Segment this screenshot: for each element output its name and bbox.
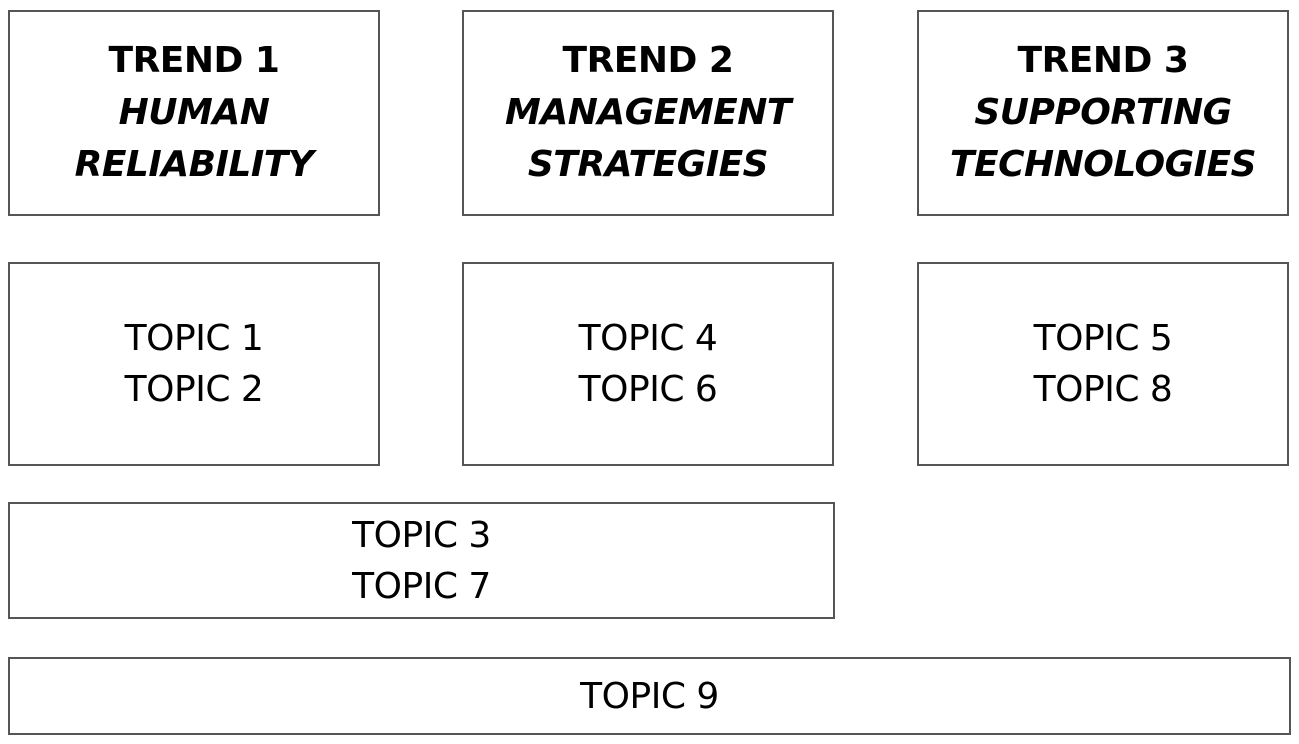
topic-label: TOPIC 1 [124, 318, 264, 359]
topic-label: TOPIC 3 [352, 514, 491, 556]
topic-label: TOPIC 6 [578, 369, 718, 410]
topic-label: TOPIC 9 [580, 675, 719, 717]
topic-label: TOPIC 7 [352, 565, 491, 607]
trend-3-box: TREND 3 SUPPORTING TECHNOLOGIES [917, 10, 1289, 216]
trend-3-subtitle-line1: SUPPORTING [974, 92, 1232, 133]
trend-1-topics-box: TOPIC 1 TOPIC 2 [8, 262, 380, 466]
trend-1-subtitle-line2: RELIABILITY [74, 144, 314, 185]
topic-label: TOPIC 5 [1033, 318, 1173, 359]
topic-label: TOPIC 2 [124, 369, 264, 410]
topic-label: TOPIC 4 [578, 318, 718, 359]
trend-1-box: TREND 1 HUMAN RELIABILITY [8, 10, 380, 216]
trend-2-title: TREND 2 [562, 40, 734, 81]
trend-3-subtitle-line2: TECHNOLOGIES [949, 144, 1257, 185]
trend-2-subtitle-line1: MANAGEMENT [505, 92, 791, 133]
shared-all-trends-topics-box: TOPIC 9 [8, 657, 1291, 735]
trend-2-subtitle-line2: STRATEGIES [527, 144, 769, 185]
trend-2-topics-box: TOPIC 4 TOPIC 6 [462, 262, 834, 466]
topic-label: TOPIC 8 [1033, 369, 1173, 410]
trend-3-topics-box: TOPIC 5 TOPIC 8 [917, 262, 1289, 466]
trend-1-subtitle-line1: HUMAN [118, 92, 270, 133]
shared-trend-1-2-topics-box: TOPIC 3 TOPIC 7 [8, 502, 835, 619]
trend-1-title: TREND 1 [108, 40, 280, 81]
trend-2-box: TREND 2 MANAGEMENT STRATEGIES [462, 10, 834, 216]
trend-3-title: TREND 3 [1017, 40, 1189, 81]
